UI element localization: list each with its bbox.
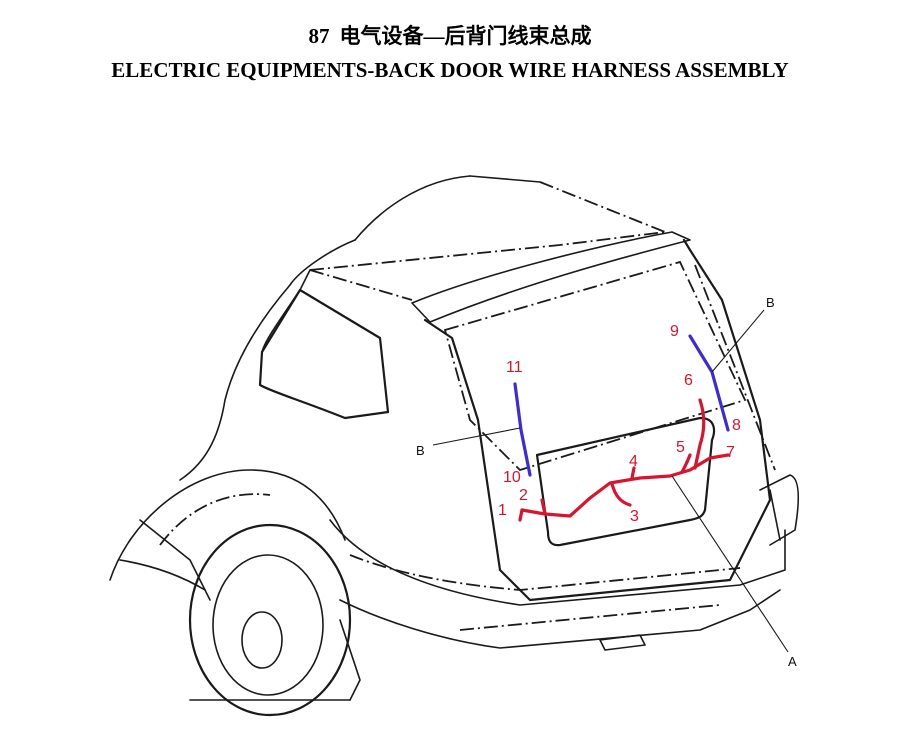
door-inner-edge <box>694 264 776 471</box>
body-left-outline <box>179 239 356 481</box>
leader-line-b-right <box>711 309 765 373</box>
bumper-line-2 <box>459 604 721 631</box>
callout-5: 5 <box>676 439 685 456</box>
callout-8: 8 <box>732 417 741 434</box>
back-glass-edge <box>443 260 747 472</box>
tail-lamp-right <box>759 474 800 546</box>
quarter-window-inner <box>261 289 301 353</box>
harness-a-main <box>520 453 730 518</box>
harness-b-left <box>513 382 532 477</box>
callout-7: 7 <box>726 444 735 461</box>
tow-hook <box>599 634 646 651</box>
rear-wheel-rim <box>212 554 324 696</box>
wheel-arch <box>109 469 346 581</box>
roof-left-outline <box>354 175 471 241</box>
label-b-right: B <box>766 295 775 310</box>
leader-line-b-left <box>432 427 521 446</box>
body-c-pillar <box>299 269 311 291</box>
quarter-window <box>258 288 390 420</box>
callout-6: 6 <box>684 372 693 389</box>
callout-9: 9 <box>670 323 679 340</box>
harness-a-branch-5 <box>680 453 692 474</box>
callout-4: 4 <box>629 453 638 470</box>
rear-bumper <box>329 519 786 606</box>
title-english: ELECTRIC EQUIPMENTS-BACK DOOR WIRE HARNE… <box>111 58 789 82</box>
harness-a-branch-4 <box>630 466 636 480</box>
label-b-left: B <box>416 443 425 458</box>
harness-a-end-1 <box>518 508 524 522</box>
harness-a-branch-3 <box>610 482 632 507</box>
rear-wheel <box>188 523 352 717</box>
callout-1: 1 <box>498 502 507 519</box>
rear-spoiler <box>411 231 691 323</box>
title-chinese-text: 电气设备—后背门线束总成 <box>339 24 592 48</box>
callout-11: 11 <box>506 359 523 376</box>
harness-a-branch-6 <box>693 398 706 470</box>
body-side-lower <box>139 519 211 601</box>
body-side-sill <box>119 559 206 591</box>
mud-flap <box>339 619 361 701</box>
roof-rail <box>309 231 666 271</box>
callout-3: 3 <box>630 508 639 525</box>
page-number: 87 <box>308 24 330 48</box>
back-door-outline <box>423 238 772 602</box>
title-block: 87 电气设备—后背门线束总成 ELECTRIC EQUIPMENTS-BACK … <box>0 22 900 84</box>
title-chinese: 87 电气设备—后背门线束总成 <box>0 22 900 50</box>
roof-front-line <box>469 175 541 183</box>
leader-line-a <box>671 475 789 653</box>
bumper-lower <box>339 589 781 649</box>
callout-2: 2 <box>519 487 528 504</box>
tail-lamp-right-inner <box>769 489 781 541</box>
label-a: A <box>788 654 797 669</box>
harness-a-branch-2 <box>540 498 547 516</box>
rear-wheel-hub <box>241 611 283 669</box>
roof-edge <box>539 181 666 233</box>
bumper-line-1 <box>349 554 741 591</box>
license-plate-recess <box>535 416 716 547</box>
callout-10: 10 <box>503 469 521 486</box>
roof-side-edge <box>309 269 413 301</box>
wheel-arch-trim <box>159 493 271 546</box>
